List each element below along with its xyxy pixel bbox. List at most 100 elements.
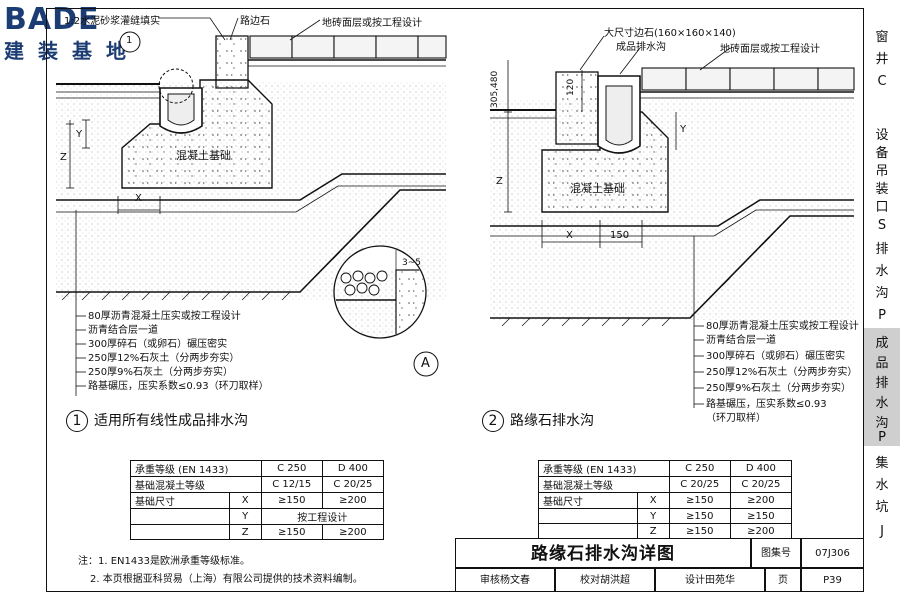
table-cell: C 20/25 xyxy=(729,476,793,493)
fig1-concrete-label: 混凝土基础 xyxy=(176,149,231,162)
fig2-caption-text: 路缘石排水沟 xyxy=(510,413,594,429)
brand-logo: BADE 建装基地 xyxy=(4,2,174,78)
table-cell: 承重等级 (EN 1433) xyxy=(538,460,670,477)
table-cell: Y xyxy=(636,508,670,524)
atlas-number: 07J306 xyxy=(801,538,864,568)
fig2-z-dim: Z xyxy=(496,176,503,187)
detail-a xyxy=(333,245,439,377)
table-cell: C 20/25 xyxy=(668,476,731,493)
side-char: 坑 xyxy=(875,500,889,515)
fig1-layer: 250厚12%石灰土（分两步夯实） xyxy=(88,353,240,364)
table-cell: Y xyxy=(228,508,262,525)
atlas-label: 图集号 xyxy=(751,538,801,568)
side-char: 成 xyxy=(875,336,889,351)
table-cell: ≥150 xyxy=(260,492,323,509)
fig2-150-dim: 150 xyxy=(610,230,630,241)
table-cell: D 400 xyxy=(729,460,793,477)
fig1-y-dim: Y xyxy=(76,129,83,140)
side-char: 水 xyxy=(875,396,889,411)
paving-bricks-1 xyxy=(249,35,447,59)
table-cell: 基础尺寸 xyxy=(130,492,230,509)
page-label: 页 xyxy=(765,568,801,592)
side-char: 装 xyxy=(875,182,889,197)
table-cell xyxy=(130,524,230,540)
table-cell: Z xyxy=(228,524,262,540)
fig1-grout-label: 1:2水泥砂浆灌缝填实 xyxy=(64,16,161,27)
table-row: Y 按工程设计 xyxy=(130,508,385,525)
side-highlight xyxy=(864,328,900,446)
fig1-caption-number: 1 xyxy=(66,410,88,432)
spec-table-1: 承重等级 (EN 1433) C 250 D 400 基础混凝土等级 C 12/… xyxy=(130,460,385,540)
table-cell: ≥200 xyxy=(729,492,793,509)
table-cell: 基础尺寸 xyxy=(538,492,638,509)
table-row: Z ≥150 ≥200 xyxy=(130,524,385,540)
side-char: 吊 xyxy=(875,164,889,179)
check-cell: 校对胡洪超 xyxy=(555,568,655,592)
fig1-detail-dim: 3~5 xyxy=(402,258,421,268)
table-cell: D 400 xyxy=(321,460,385,477)
fig2-y-dim: Y xyxy=(680,124,687,135)
table-cell: ≥150 xyxy=(668,523,731,539)
side-char: P xyxy=(878,308,886,323)
table-cell xyxy=(130,508,230,525)
spec-table-2: 承重等级 (EN 1433) C 250 D 400 基础混凝土等级 C 20/… xyxy=(538,460,793,539)
fig2-caption-number: 2 xyxy=(482,410,504,432)
table-cell: 基础混凝土等级 xyxy=(538,476,670,493)
fig2-layer: 300厚碎石（或卵石）碾压密实 xyxy=(706,351,846,362)
paving-bricks-2 xyxy=(641,67,855,91)
table-cell: 承重等级 (EN 1433) xyxy=(130,460,262,477)
fig1-layer: 300厚碎石（或卵石）碾压密实 xyxy=(88,339,228,350)
side-index: 窗 井 C 设 备 吊 装 口 S 排 水 沟 P 成 品 排 水 沟 P 集 … xyxy=(864,8,900,592)
fig1-curb-label: 路边石 xyxy=(240,16,270,27)
table-cell: C 250 xyxy=(260,460,323,477)
review-cell: 审核杨文春 xyxy=(455,568,555,592)
fig1-layer: 80厚沥青混凝土压实或按工程设计 xyxy=(88,311,241,322)
table-cell: 按工程设计 xyxy=(260,508,385,525)
table-cell xyxy=(538,523,638,539)
fig2-side-dim: 305,480 xyxy=(490,70,500,108)
table-cell: ≥150 xyxy=(260,524,323,540)
fig2-paving-label: 地砖面层或按工程设计 xyxy=(720,44,820,55)
table-row: Y ≥150 ≥150 xyxy=(538,508,793,524)
side-char: 品 xyxy=(875,356,889,371)
table-cell: X xyxy=(636,492,670,509)
table-cell: C 250 xyxy=(668,460,731,477)
fig2-x-dim: X xyxy=(566,230,573,241)
table-cell: C 20/25 xyxy=(321,476,385,493)
fig2-curb-label: 大尺寸边石(160×160×140) xyxy=(604,28,736,39)
note-line: 2. 本页根据亚科贸易（上海）有限公司提供的技术资料编制。 xyxy=(90,574,363,585)
fig2-concrete-label: 混凝土基础 xyxy=(570,182,625,195)
side-char: 排 xyxy=(875,376,889,391)
fig2-layer: 80厚沥青混凝土压实或按工程设计 xyxy=(706,321,859,332)
fig1-caption-text: 适用所有线性成品排水沟 xyxy=(94,413,248,429)
title-block: 路缘石排水沟详图 图集号 07J306 审核杨文春 校对胡洪超 设计田苑华 页 … xyxy=(455,538,864,592)
table-row: 承重等级 (EN 1433) C 250 D 400 xyxy=(538,460,793,477)
fig2-layer: 路基碾压，压实系数≤0.93 xyxy=(706,399,827,410)
table-cell: Z xyxy=(636,523,670,539)
table-cell: ≥150 xyxy=(668,492,731,509)
fig2-layer: 沥青结合层一道 xyxy=(706,335,776,346)
table-cell: ≥150 xyxy=(729,508,793,524)
logo-chinese: 建装基地 xyxy=(4,39,140,63)
table-row: 基础混凝土等级 C 12/15 C 20/25 xyxy=(130,476,385,493)
side-char: J xyxy=(880,524,884,539)
page-number: P39 xyxy=(801,568,864,592)
table-cell: ≥200 xyxy=(729,523,793,539)
side-char: 水 xyxy=(875,478,889,493)
table-row: 承重等级 (EN 1433) C 250 D 400 xyxy=(130,460,385,477)
fig1-layer: 250厚9%石灰土（分两步夯实） xyxy=(88,367,233,378)
logo-wordmark: BADE xyxy=(4,2,100,37)
figure-1 xyxy=(56,17,447,396)
side-char: 集 xyxy=(875,456,889,471)
fig1-paving-label: 地砖面层或按工程设计 xyxy=(322,18,422,29)
fig1-detail-ref: 1 xyxy=(126,35,133,46)
fig1-z-dim: Z xyxy=(60,152,67,163)
fig2-layer: （环刀取样） xyxy=(706,413,766,424)
table-cell: ≥200 xyxy=(321,524,385,540)
notes: 注：1. EN1433是欧洲承重等级标准。 2. 本页根据亚科贸易（上海）有限公… xyxy=(78,553,363,589)
side-char: 水 xyxy=(875,264,889,279)
side-char: 沟 xyxy=(875,286,889,301)
curb-stone-2 xyxy=(555,71,599,145)
side-char: S xyxy=(877,218,887,233)
